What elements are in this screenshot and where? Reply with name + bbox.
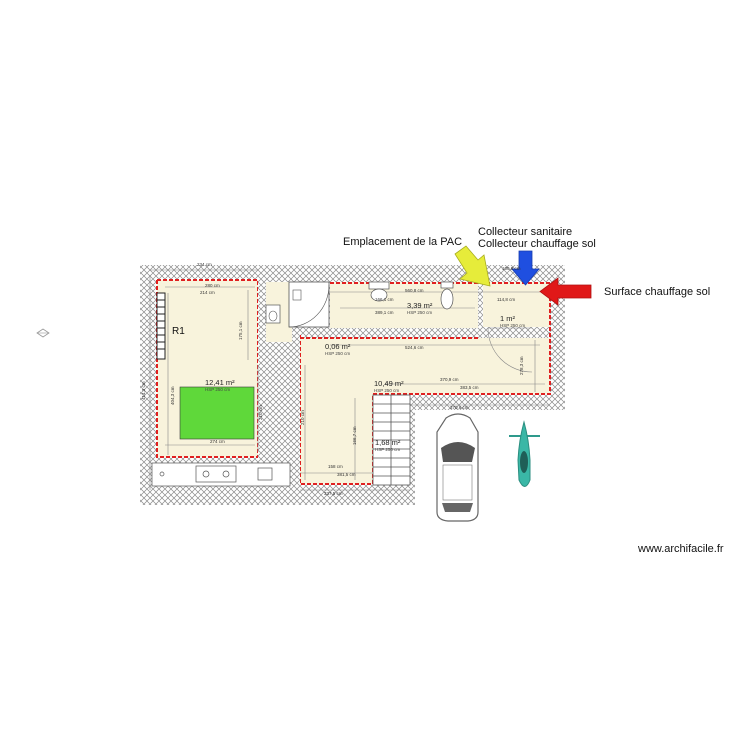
dimension-label: 114,8 cm: [497, 297, 516, 302]
room-height: HSP 250 cm: [500, 323, 526, 328]
room-area: 1 m²: [500, 314, 515, 323]
toilet-icon: [368, 281, 454, 310]
dimension-label: 100,9 cm: [502, 266, 521, 271]
room-area: 1,68 m²: [375, 438, 401, 447]
room-height: HSP 250 cm: [205, 387, 231, 392]
room-height: HSP 250 cm: [407, 310, 433, 315]
dimension-label: 210 cm: [258, 405, 263, 420]
room-hall: 0,06 m² HSP 250 cm: [325, 342, 350, 356]
diamond-marker-icon: [36, 328, 50, 338]
shower-icon: [288, 281, 330, 328]
dimension-label: 337,5 cm: [324, 491, 343, 496]
room-area: 3,39 m²: [407, 301, 433, 310]
room-kitchen: 10,49 m² HSP 250 cm: [374, 379, 404, 393]
room-area: 12,41 m²: [205, 378, 235, 387]
dimension-label: 524,6 cm: [405, 345, 424, 350]
dimension-label: 274 cm: [210, 439, 225, 444]
pac-label: Emplacement de la PAC: [343, 236, 463, 248]
bed-block: [179, 386, 255, 440]
room-height: HSP 250 cm: [375, 447, 401, 452]
watermark-text: www.archifacile.fr: [638, 543, 724, 555]
dimension-label: 381,5 cm: [337, 472, 356, 477]
room-height: HSP 250 cm: [325, 351, 351, 356]
dimension-label: 414,3 cm: [141, 381, 146, 400]
dimension-label: 214 cm: [200, 290, 215, 295]
room-closet: 1 m² HSP 250 cm: [500, 314, 525, 328]
dimension-label: 560,8 cm: [405, 288, 424, 293]
dimension-label: 370,6 cm: [450, 405, 469, 410]
room-height: HSP 250 cm: [374, 388, 400, 393]
interior-walls: [150, 280, 483, 490]
dimension-label: 166,7 cm: [352, 426, 357, 445]
room-area: 10,49 m²: [374, 379, 404, 388]
collecteur-chauffage-label: Collecteur chauffage sol: [478, 238, 596, 250]
kitchen-counter: [151, 462, 291, 487]
door-swing: [487, 327, 533, 373]
dimension-label: 210 cm: [300, 410, 305, 425]
dimension-label: 278,3 cm: [519, 356, 524, 375]
room-bath: 3,39 m² HSP 250 cm: [407, 301, 432, 315]
dimension-lines: [149, 269, 550, 491]
room-stairs: 1,68 m² HSP 250 cm: [375, 438, 400, 452]
radiator-icon: [156, 292, 166, 360]
room-living: 12,41 m² HSP 250 cm: [205, 378, 235, 392]
dimension-label: 158 cm: [328, 464, 343, 469]
blue-arrow-icon: [511, 250, 540, 286]
sink-icon: [265, 304, 281, 324]
red-arrow-icon: [539, 277, 592, 306]
dimension-label: 175,1 cm: [238, 321, 243, 340]
dimension-label: 234 cm: [197, 262, 212, 267]
dimension-label: 166,1 cm: [375, 297, 394, 302]
collecteur-sanitaire-label: Collecteur sanitaire: [478, 226, 573, 238]
car-icon: [436, 413, 479, 522]
motorcycle-icon: [509, 420, 540, 487]
dimension-label: 404,3 cm: [170, 386, 175, 405]
dimension-label: 389,1 cm: [375, 310, 394, 315]
stairs-icon: [372, 394, 411, 486]
room-ref-label: R1: [172, 326, 185, 337]
surface-chauffage-label: Surface chauffage sol: [604, 286, 711, 298]
room-area: 0,06 m²: [325, 342, 351, 351]
yellow-arrow-icon: [454, 245, 491, 287]
dimension-label: 383,5 cm: [460, 385, 479, 390]
dimension-label: 370,9 cm: [440, 377, 459, 382]
dimension-label: 280 cm: [205, 283, 220, 288]
